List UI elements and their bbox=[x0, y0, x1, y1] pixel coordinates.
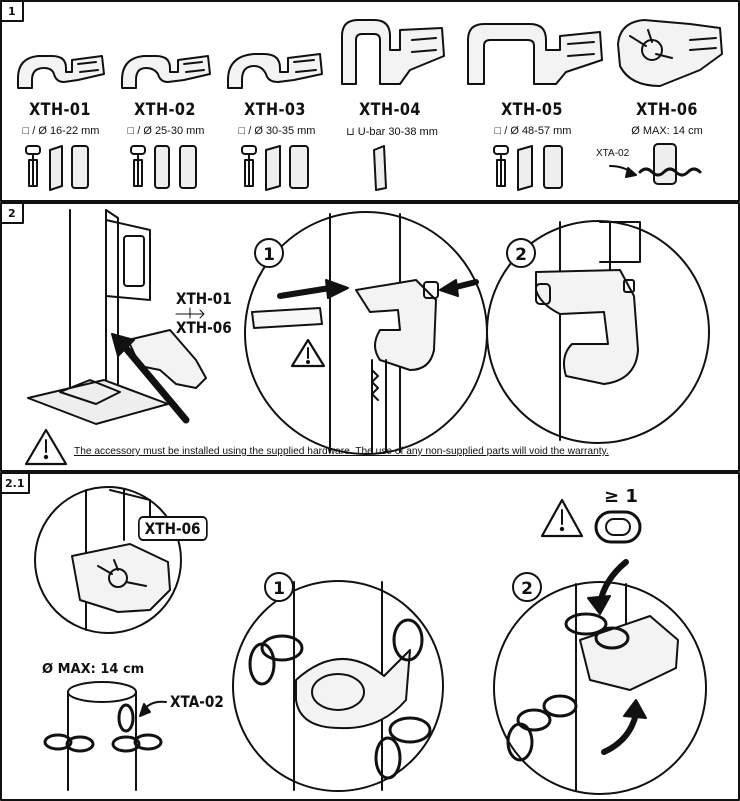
model-name-xth-04: XTH-04 bbox=[359, 100, 421, 120]
chain-link-icon bbox=[594, 510, 642, 544]
step-1-chain-badge: 1 bbox=[264, 572, 294, 602]
clamp-xth-03-drawing bbox=[227, 53, 323, 89]
step-1-detail-drawing bbox=[244, 211, 488, 455]
hardware-xth-03 bbox=[241, 145, 309, 191]
section-2-1-frame bbox=[0, 472, 740, 801]
step-2-chain-drawing bbox=[493, 559, 707, 795]
hardware-xth-04 bbox=[373, 145, 387, 191]
model-name-xth-01: XTH-01 bbox=[29, 100, 91, 120]
step-2-detail-drawing bbox=[486, 220, 710, 444]
spec-xth-03: □ / Ø 30-35 mm bbox=[238, 125, 316, 137]
spec-xth-05: □ / Ø 48-57 mm bbox=[494, 125, 572, 137]
step-2-chain-badge: 2 bbox=[512, 572, 542, 602]
spec-xth-04: ⊔ U-bar 30-38 mm bbox=[346, 126, 438, 138]
model-name-xth-05: XTH-05 bbox=[501, 100, 563, 120]
step-1-badge: 1 bbox=[254, 238, 284, 268]
model-name-xth-03: XTH-03 bbox=[244, 100, 306, 120]
clamp-xth-05-drawing bbox=[467, 23, 603, 85]
xth06-mounted-drawing bbox=[34, 486, 182, 634]
clamp-xth-04-drawing bbox=[341, 19, 445, 85]
chain-label-s21: XTA-02 bbox=[170, 692, 224, 711]
clamp-xth-02-drawing bbox=[121, 55, 211, 89]
min-links-label: ≥ 1 bbox=[604, 486, 638, 507]
chain-label-s1: XTA-02 bbox=[596, 148, 630, 159]
range-to-label: XTH-06 bbox=[176, 318, 232, 337]
pole-installation-drawing bbox=[27, 209, 207, 425]
hardware-xth-05 bbox=[493, 145, 563, 191]
warranty-warning: The accessory must be installed using th… bbox=[74, 446, 609, 457]
spec-xth-06: Ø MAX: 14 cm bbox=[631, 125, 703, 137]
section-2-number: 2 bbox=[8, 207, 16, 220]
warning-icon-s2 bbox=[24, 428, 68, 466]
model-tag-xth-06: XTH-06 bbox=[138, 516, 208, 541]
hardware-xth-06 bbox=[609, 143, 702, 185]
clamp-xth-01-drawing bbox=[17, 55, 105, 89]
pole-diameter-drawing bbox=[43, 681, 167, 791]
range-arrow bbox=[175, 309, 205, 319]
spec-xth-01: □ / Ø 16-22 mm bbox=[22, 125, 100, 137]
model-name-xth-06: XTH-06 bbox=[636, 100, 698, 120]
section-1-frame bbox=[0, 0, 740, 202]
section-1-tab bbox=[0, 0, 24, 22]
step-2-badge: 2 bbox=[506, 238, 536, 268]
section-2-frame bbox=[0, 202, 740, 472]
clamp-xth-06-drawing bbox=[617, 19, 723, 87]
spec-xth-02: □ / Ø 25-30 mm bbox=[127, 125, 205, 137]
section-2-1-number: 2.1 bbox=[5, 477, 25, 490]
hardware-xth-01 bbox=[25, 145, 89, 191]
model-name-xth-02: XTH-02 bbox=[134, 100, 196, 120]
section-2-1-tab bbox=[0, 472, 30, 494]
max-diameter-label: Ø MAX: 14 cm bbox=[42, 662, 145, 677]
hardware-xth-02 bbox=[130, 145, 197, 189]
warning-icon-s21 bbox=[540, 498, 584, 538]
section-2-tab bbox=[0, 202, 24, 224]
section-1-number: 1 bbox=[8, 5, 16, 18]
step-1-chain-drawing bbox=[232, 580, 444, 792]
range-from-label: XTH-01 bbox=[176, 289, 232, 308]
